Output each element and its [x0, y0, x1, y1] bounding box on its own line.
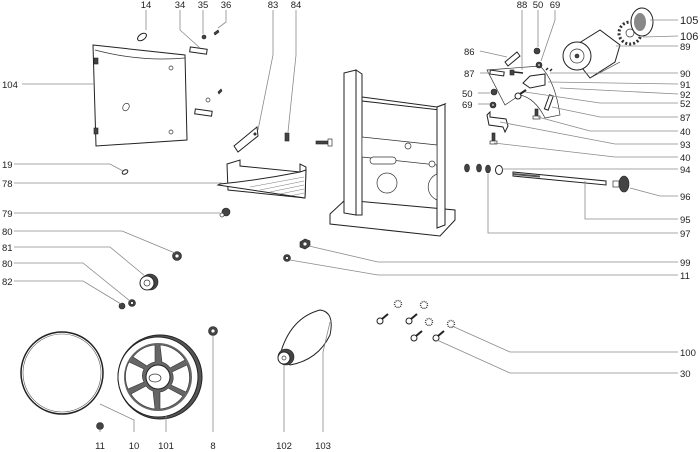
switch-91 — [522, 73, 546, 89]
callout-14: 14 — [141, 0, 152, 11]
callout-50-top: 50 — [533, 0, 544, 11]
callout-80b: 80 — [2, 259, 13, 270]
washers-row — [464, 163, 503, 175]
callout-91: 91 — [680, 80, 691, 91]
callout-78: 78 — [2, 179, 13, 190]
callout-40a: 40 — [680, 127, 691, 138]
callout-69-left: 69 — [462, 100, 473, 111]
callout-82: 82 — [2, 277, 13, 288]
callout-40b: 40 — [680, 153, 691, 164]
cone-cover-103 — [279, 309, 332, 366]
pulley-81 — [139, 273, 159, 291]
washer-69-left — [489, 101, 497, 109]
callout-102: 102 — [276, 441, 292, 452]
slot-plate-87a — [489, 69, 505, 77]
callout-103: 103 — [315, 441, 331, 452]
cone-pulley-102 — [277, 348, 295, 366]
leader-lines — [14, 10, 679, 432]
cable-clamp-86 — [504, 51, 521, 67]
callout-92: 92 — [680, 90, 691, 101]
callout-80a: 80 — [2, 227, 13, 238]
spring-84 — [284, 132, 290, 142]
knob-96 — [612, 175, 630, 193]
nut-8 — [208, 326, 218, 336]
screw-36 — [213, 29, 223, 95]
callout-89: 89 — [680, 42, 691, 53]
tray-78 — [216, 159, 307, 199]
nut-50-left — [490, 88, 498, 96]
callout-105: 105 — [680, 15, 698, 27]
callout-10: 10 — [129, 441, 140, 452]
callout-36: 36 — [221, 0, 232, 11]
callout-101: 101 — [158, 441, 174, 452]
callout-100: 100 — [680, 348, 696, 359]
callout-11-bottom: 11 — [95, 441, 105, 452]
callout-11-mid: 11 — [680, 271, 690, 282]
callout-90: 90 — [680, 69, 691, 80]
plug-14 — [137, 32, 147, 42]
callout-86: 86 — [464, 47, 475, 58]
callout-83: 83 — [268, 0, 279, 11]
slot-plate-87b — [543, 94, 554, 111]
nut-11-mid — [283, 254, 291, 262]
ball-35b — [205, 97, 211, 103]
callout-97: 97 — [680, 229, 691, 240]
callout-87a: 87 — [464, 69, 475, 80]
nut-99 — [299, 238, 311, 250]
callout-69-top: 69 — [550, 0, 561, 11]
washer-69-top — [535, 61, 543, 69]
callout-96: 96 — [680, 192, 691, 203]
plug-19 — [121, 169, 129, 175]
callout-95: 95 — [680, 215, 691, 226]
callout-104: 104 — [2, 80, 18, 91]
callout-81: 81 — [2, 243, 13, 254]
callout-8: 8 — [210, 441, 215, 452]
cover-plate-104 — [92, 44, 188, 147]
fan-cover-105 — [630, 7, 654, 37]
callout-79: 79 — [2, 209, 13, 220]
callout-99: 99 — [680, 258, 691, 269]
bushing-79 — [219, 207, 231, 218]
callout-84: 84 — [291, 0, 302, 11]
nut-11-bottom — [96, 422, 104, 430]
callout-35: 35 — [198, 0, 209, 11]
bolt-88 — [509, 69, 524, 76]
callout-106: 106 — [680, 31, 698, 43]
lock-washers-100 — [393, 299, 456, 329]
motor-89 — [562, 29, 621, 79]
screws-90 — [545, 67, 553, 72]
ball-35 — [201, 34, 207, 40]
bolt-40a — [532, 108, 541, 120]
screw-52 — [514, 89, 527, 100]
wheel-101 — [117, 334, 203, 420]
callout-93: 93 — [680, 140, 691, 151]
callout-34: 34 — [175, 0, 186, 11]
bracket-93 — [486, 110, 509, 134]
threaded-rod-95 — [512, 171, 607, 186]
bolt-40b — [489, 132, 498, 145]
screws-30 — [376, 313, 445, 342]
callout-88: 88 — [517, 0, 528, 11]
frame-bolt — [315, 138, 333, 147]
callout-94: 94 — [680, 165, 691, 176]
belt-10 — [20, 331, 104, 415]
callout-52: 52 — [680, 99, 691, 110]
nut-50-top — [533, 47, 541, 55]
nut-82 — [118, 302, 126, 310]
callout-87b: 87 — [680, 113, 691, 124]
callout-19: 19 — [2, 160, 13, 171]
pin-34 — [189, 46, 213, 117]
washer-80 — [128, 251, 182, 307]
bracket-83 — [233, 126, 259, 153]
main-frame — [329, 69, 456, 237]
callout-30: 30 — [680, 369, 691, 380]
callout-50-left: 50 — [462, 89, 473, 100]
